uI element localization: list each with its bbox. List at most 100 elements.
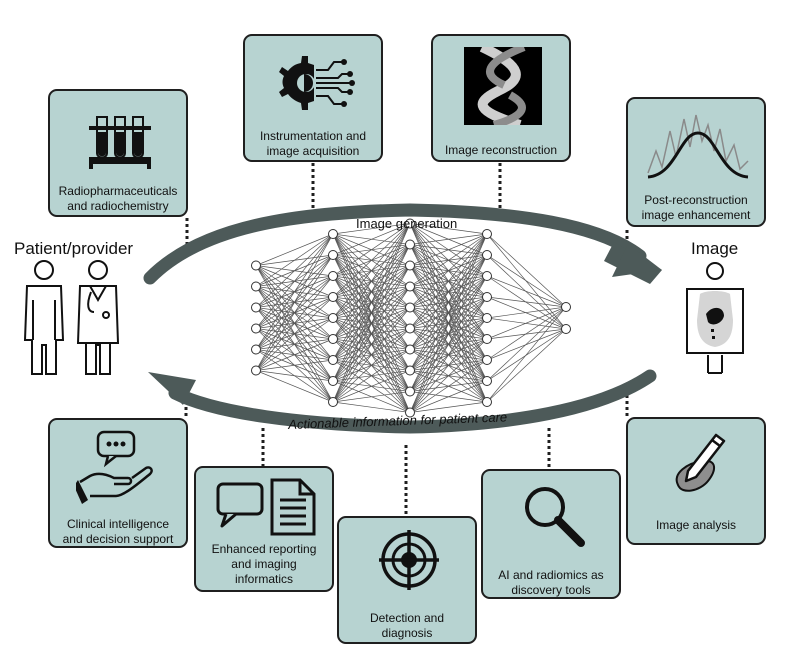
image-analysis-label: Image analysis — [655, 518, 737, 532]
nn-node — [405, 407, 415, 418]
nn-edge — [486, 306, 567, 361]
nn-edge — [486, 254, 567, 330]
nn-edge — [255, 317, 334, 371]
image-analysis-box: Image analysis — [626, 417, 766, 545]
nn-node — [405, 281, 415, 292]
enhanced-reporting-box: Enhanced reporting and imaging informati… — [194, 466, 334, 592]
patient-provider-title: Patient/provider — [14, 239, 134, 258]
nn-edge — [255, 233, 334, 308]
nn-edge — [332, 265, 411, 403]
reconstruction-label: Image reconstruction — [444, 143, 558, 157]
nn-edge — [332, 401, 411, 413]
nn-edge — [409, 233, 488, 350]
doctor-icon — [76, 260, 120, 375]
nn-node — [405, 239, 415, 250]
nn-edge — [332, 223, 411, 277]
enhanced-reporting-label: Enhanced reporting and imaging informati… — [211, 542, 317, 586]
nn-edge — [486, 275, 567, 308]
nn-edge — [332, 223, 411, 403]
nn-edge — [486, 233, 567, 308]
nn-edge — [409, 317, 488, 413]
chat-hand-icon — [76, 430, 153, 504]
helix-icon — [464, 47, 542, 125]
post-reconstruction-label: Post-reconstruction image enhancement — [641, 193, 751, 222]
nn-edge — [332, 328, 411, 403]
nn-node — [405, 260, 415, 271]
nn-node — [328, 355, 338, 365]
nn-node — [328, 313, 338, 323]
nn-node — [328, 397, 338, 407]
nn-node — [482, 313, 492, 323]
nn-edge — [409, 223, 488, 235]
nn-node — [328, 376, 338, 386]
post-reconstruction-box: Post-reconstruction image enhancement — [626, 97, 766, 227]
nn-node — [328, 271, 338, 281]
bottom-arc — [168, 369, 657, 434]
neural-network — [251, 218, 571, 418]
nn-edge — [255, 370, 334, 382]
nn-node — [482, 334, 492, 344]
nn-edge — [332, 349, 411, 403]
nn-edge — [409, 233, 488, 266]
nn-edge — [255, 233, 334, 329]
nn-edge — [332, 370, 411, 403]
nn-node — [482, 292, 492, 302]
nn-edge — [255, 233, 334, 371]
ai-radiomics-box: AI and radiomics as discovery tools — [481, 469, 621, 599]
nn-edge — [486, 306, 567, 319]
top-arc-arrowhead-tip — [612, 244, 662, 277]
nn-edge — [409, 233, 488, 392]
nn-node — [405, 386, 415, 397]
pen-lesion-icon — [675, 433, 726, 492]
nn-edge — [332, 223, 411, 256]
nn-edge — [255, 275, 334, 371]
detection-diagnosis-label: Detection and diagnosis — [369, 611, 445, 640]
nn-edge — [255, 233, 334, 266]
nn-node — [328, 292, 338, 302]
bottom-arc-arrowhead — [148, 372, 196, 405]
nn-edge — [409, 380, 488, 413]
nn-edge — [409, 233, 488, 287]
clinical-intelligence-box: Clinical intelligence and decision suppo… — [48, 418, 188, 548]
nn-edge — [255, 359, 334, 371]
nn-edge — [486, 275, 567, 330]
nn-edge — [409, 338, 488, 413]
magnifier-icon — [525, 487, 585, 547]
nn-edge — [332, 223, 411, 235]
nn-edge — [332, 223, 411, 298]
nn-edge — [332, 307, 411, 403]
radiopharmaceuticals-box: Radiopharmaceuticals and radiochemistry — [48, 89, 188, 217]
nn-edge — [486, 306, 567, 403]
nn-node — [561, 302, 571, 312]
nn-edge — [486, 306, 567, 340]
nn-node — [251, 260, 261, 271]
nn-edge — [332, 286, 411, 403]
nn-edge — [409, 233, 488, 245]
nn-edge — [409, 233, 488, 308]
detection-diagnosis-box: Detection and diagnosis — [337, 516, 477, 644]
test-tubes-icon — [89, 116, 151, 169]
nn-edge — [332, 391, 411, 403]
nn-edge — [486, 254, 567, 308]
image-person-icon — [686, 262, 744, 374]
patient-icon — [23, 260, 65, 375]
nn-node — [561, 324, 571, 334]
nn-node — [328, 250, 338, 260]
nn-node — [328, 334, 338, 344]
nn-edge — [332, 223, 411, 361]
instrumentation-label: Instrumentation and image acquisition — [259, 129, 367, 158]
nn-edge — [255, 233, 334, 350]
nn-edge — [255, 338, 334, 371]
nn-edge — [409, 401, 488, 413]
nn-node — [482, 376, 492, 386]
nn-node — [482, 397, 492, 407]
noisy-curve-icon — [647, 114, 749, 179]
nn-node — [405, 302, 415, 313]
nn-node — [251, 323, 261, 334]
nn-node — [251, 281, 261, 292]
nn-nodes — [251, 218, 571, 418]
nn-edge — [409, 296, 488, 413]
image-generation-label: Image generation — [356, 216, 458, 231]
nn-edge — [486, 328, 567, 340]
